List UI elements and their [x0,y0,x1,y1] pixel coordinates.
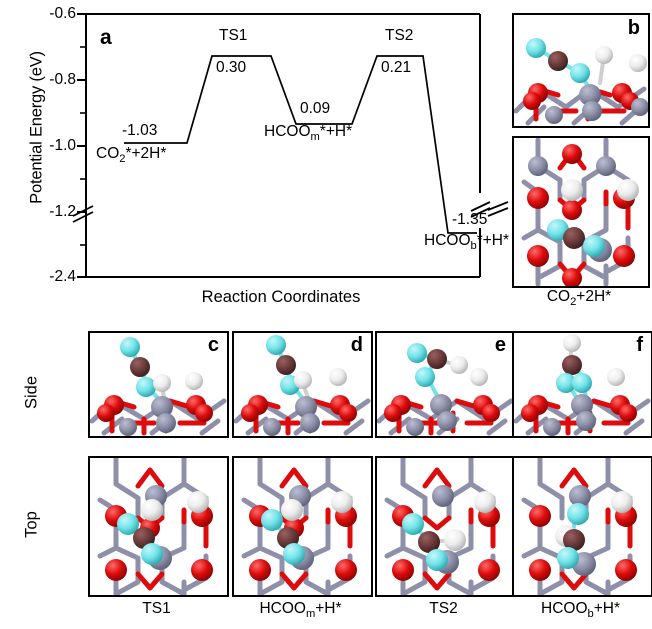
molecule-render-b [514,38,648,126]
energy-profile-plot [72,13,491,278]
molecule-render-d-top [241,458,357,595]
x-axis-label: Reaction Coordinates [201,288,361,306]
structure-panel-c-side-view: c [88,331,229,438]
state-label-hcoob: HCOOb*+H* [424,232,510,253]
molecule-render-f-top [521,458,637,595]
panel-letter-f: f [636,334,643,356]
state-label-ts1: TS1 [219,27,247,45]
structure-panel-d-side-view: d [232,331,373,438]
structure-panel-b-side-view: b [512,13,650,128]
state-label-co2: CO2*+2H* [96,145,167,166]
energy-value-hcoom: 0.09 [300,100,331,117]
molecule-render-c-top [97,458,213,595]
row-label-side: Side [22,375,41,410]
break-connector-glyph [487,201,509,217]
y-tick-label: -0.8 [49,71,76,88]
y-tick-label: -0.6 [49,5,76,22]
molecule-render-e-top [384,458,500,595]
structure-panel-c-top-view [88,456,229,597]
caption-panel-b: CO2+2H* [546,288,612,309]
structure-panel-e-top-view [375,456,516,597]
y-axis-tick-labels: -0.6 -0.8 -1.0 -1.2 -2.4 [0,0,76,290]
energy-value-ts1: 0.30 [216,59,247,76]
structure-panel-b-top-view [512,136,650,288]
caption-panel-e: TS2 [429,600,458,617]
caption-panel-f: HCOOb+H* [541,600,620,621]
y-tick-label: -1.2 [49,203,76,220]
y-tick-label: -1.0 [49,137,76,154]
structure-panel-f-side-view: f [512,331,652,438]
state-label-ts2: TS2 [385,27,413,45]
panel-letter-a: a [100,26,112,49]
molecule-render-e-side [377,343,514,436]
molecule-render-f-side [514,334,651,436]
energy-profile-line [124,55,477,234]
y-axis-break-marks [72,205,94,223]
structure-panel-e-side-view: e [375,331,516,438]
panel-letter-d: d [350,334,363,356]
molecule-render-b-top [521,138,639,286]
caption-panel-d: HCOOm+H* [259,600,342,621]
energy-value-co2: -1.03 [122,122,158,139]
y-tick-label: -2.4 [49,268,76,285]
structure-panel-d-top-view [232,456,373,597]
panel-letter-b: b [627,17,640,39]
axis-break-connector [486,196,512,226]
structure-panel-f-top-view [512,456,652,597]
energy-value-hcoob: -1.35 [452,211,488,228]
molecule-render-c-side [90,337,227,436]
state-label-ts2-text: TS2 [385,27,414,44]
energy-value-ts2: 0.21 [381,59,412,76]
state-label-ts1-text: TS1 [219,27,248,44]
state-label-hcoom: HCOOm*+H* [264,123,353,144]
panel-letter-e: e [494,334,506,356]
panel-a-energy-diagram: Potential Energy (eV) -0.6 -0.8 -1.0 -1.… [0,0,510,315]
molecule-render-d-side [234,335,371,436]
row-label-top: Top [22,511,41,538]
panel-letter-c: c [207,334,219,356]
right-border-break-marks [470,201,491,218]
caption-panel-c: TS1 [142,600,171,617]
